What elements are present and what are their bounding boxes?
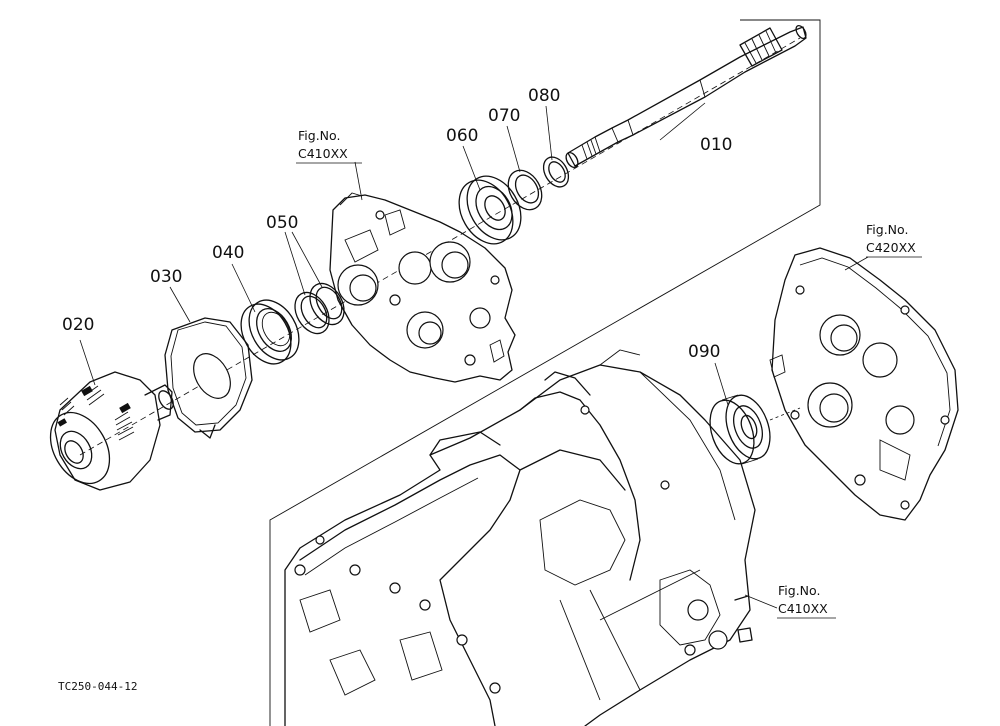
bearing-090 — [709, 394, 771, 465]
plate-030 — [164, 317, 253, 439]
label-060: 060 — [446, 126, 478, 146]
label-020: 020 — [62, 315, 94, 335]
housing-plate-top — [329, 192, 516, 383]
label-080: 080 — [528, 86, 560, 106]
bearing-cover-axis — [769, 407, 801, 421]
label-010: 010 — [700, 135, 732, 155]
snap-ring-080 — [542, 156, 570, 188]
fig-bottom-code: C410XX — [778, 601, 828, 616]
transmission-case — [284, 349, 756, 726]
cover-right — [769, 247, 959, 521]
label-090: 090 — [688, 342, 720, 362]
ring-070 — [507, 169, 543, 211]
fig-top-label: Fig.No. — [298, 128, 340, 143]
shaft-010 — [565, 24, 807, 169]
fig-right-label: Fig.No. — [866, 222, 908, 237]
seal-040 — [240, 299, 300, 365]
drawing-code: TC250-044-12 — [58, 680, 137, 693]
o-rings-050 — [294, 282, 345, 335]
bearing-060 — [458, 175, 522, 245]
label-040: 040 — [212, 243, 244, 263]
label-070: 070 — [488, 106, 520, 126]
panel-outline — [269, 19, 821, 726]
fig-right-code: C420XX — [866, 240, 916, 255]
fig-top-code: C410XX — [298, 146, 348, 161]
label-050: 050 — [266, 213, 298, 233]
leader-lines — [79, 102, 869, 609]
label-030: 030 — [150, 267, 182, 287]
clutch-assembly-020 — [49, 371, 174, 491]
shaft-axis-line — [79, 37, 801, 456]
fig-bottom-label: Fig.No. — [778, 583, 820, 598]
